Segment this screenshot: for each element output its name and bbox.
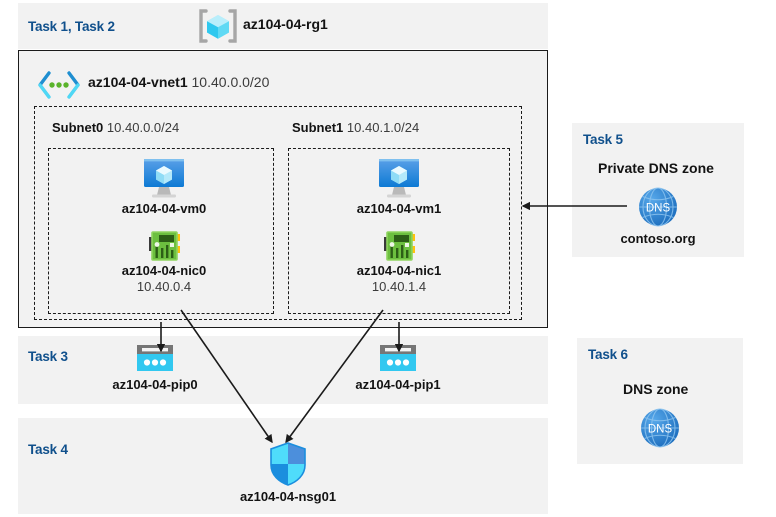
resource-group-icon: [199, 9, 237, 43]
nic1-name: az104-04-nic1: [356, 263, 442, 278]
vm0-name: az104-04-vm0: [121, 201, 207, 216]
task-label-3: Task 3: [28, 349, 68, 364]
private-dns-name: contoso.org: [620, 231, 696, 246]
subnet0-name: Subnet0: [52, 120, 104, 135]
svg-text:DNS: DNS: [648, 424, 673, 436]
subnet0-cidr: 10.40.0.0/24: [106, 120, 180, 135]
nsg-name: az104-04-nsg01: [239, 489, 337, 504]
subnet1-name: Subnet1: [292, 120, 344, 135]
pip1-node[interactable]: az104-04-pip1: [343, 343, 453, 393]
pip1-name: az104-04-pip1: [355, 377, 441, 392]
svg-text:DNS: DNS: [646, 203, 671, 215]
virtual-network-icon: [38, 71, 80, 99]
nsg-node[interactable]: az104-04-nsg01: [219, 441, 357, 505]
virtual-machine-icon: [144, 159, 184, 198]
dns-zone-icon: DNS: [641, 408, 679, 448]
task-label-1-2: Task 1, Task 2: [28, 19, 115, 34]
network-security-group-icon: [270, 442, 306, 486]
public-ip-address-icon: [380, 345, 416, 371]
pip0-node[interactable]: az104-04-pip0: [100, 343, 210, 393]
nic1-ip: 10.40.1.4: [371, 279, 427, 294]
public-ip-panel: [18, 336, 548, 404]
pip0-name: az104-04-pip0: [112, 377, 198, 392]
private-dns-title: Private DNS zone: [598, 160, 714, 176]
nic0-node[interactable]: az104-04-nic0 10.40.0.4: [111, 230, 217, 295]
nic0-ip: 10.40.0.4: [136, 279, 192, 294]
nic0-name: az104-04-nic0: [121, 263, 207, 278]
resource-group-name: az104-04-rg1: [243, 16, 328, 32]
virtual-network-title: az104-04-vnet1 10.40.0.0/20: [88, 74, 269, 90]
private-dns-node[interactable]: DNS contoso.org: [603, 184, 713, 247]
public-ip-address-icon: [137, 345, 173, 371]
task-label-4: Task 4: [28, 442, 68, 457]
vm1-name: az104-04-vm1: [356, 201, 442, 216]
virtual-network-name: az104-04-vnet1: [88, 74, 188, 90]
public-dns-node[interactable]: DNS: [614, 405, 706, 451]
network-interface-icon: [149, 231, 180, 261]
nic1-node[interactable]: az104-04-nic1 10.40.1.4: [346, 230, 452, 295]
subnet1-cidr: 10.40.1.0/24: [346, 120, 420, 135]
dns-zone-icon: DNS: [639, 187, 677, 227]
network-interface-icon: [384, 231, 415, 261]
public-dns-title: DNS zone: [623, 381, 689, 397]
subnets-container: [34, 106, 522, 320]
vm1-node[interactable]: az104-04-vm1: [346, 157, 452, 217]
subnet0-box: [48, 148, 274, 314]
virtual-machine-icon: [379, 159, 419, 198]
virtual-network-panel: [18, 50, 548, 328]
subnet1-label: Subnet1 10.40.1.0/24: [292, 120, 419, 135]
vm0-node[interactable]: az104-04-vm0: [111, 157, 217, 217]
subnet0-label: Subnet0 10.40.0.0/24: [52, 120, 179, 135]
resource-group-panel: [18, 3, 548, 49]
task-label-5: Task 5: [583, 132, 623, 147]
subnet1-box: [288, 148, 510, 314]
virtual-network-cidr: 10.40.0.0/20: [191, 74, 270, 90]
task-label-6: Task 6: [588, 347, 628, 362]
